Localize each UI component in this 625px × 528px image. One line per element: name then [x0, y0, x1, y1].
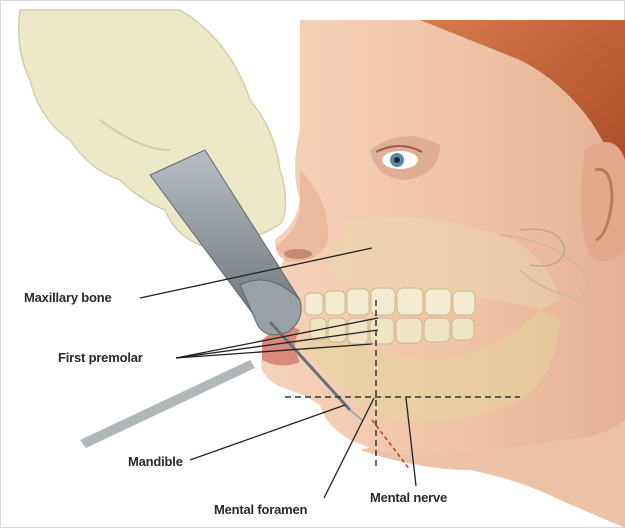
label-first-premolar: First premolar — [58, 350, 143, 365]
gloved-hand-icon — [19, 10, 286, 246]
label-mandible: Mandible — [128, 454, 183, 469]
nostril — [284, 249, 312, 259]
label-mental-foramen: Mental foramen — [214, 502, 307, 517]
label-maxillary-bone: Maxillary bone — [24, 290, 112, 305]
leader-mandible — [190, 405, 345, 460]
label-mental-nerve: Mental nerve — [370, 490, 447, 505]
upper-teeth — [305, 288, 475, 315]
instrument-shaft — [80, 360, 255, 448]
ear — [581, 142, 625, 261]
